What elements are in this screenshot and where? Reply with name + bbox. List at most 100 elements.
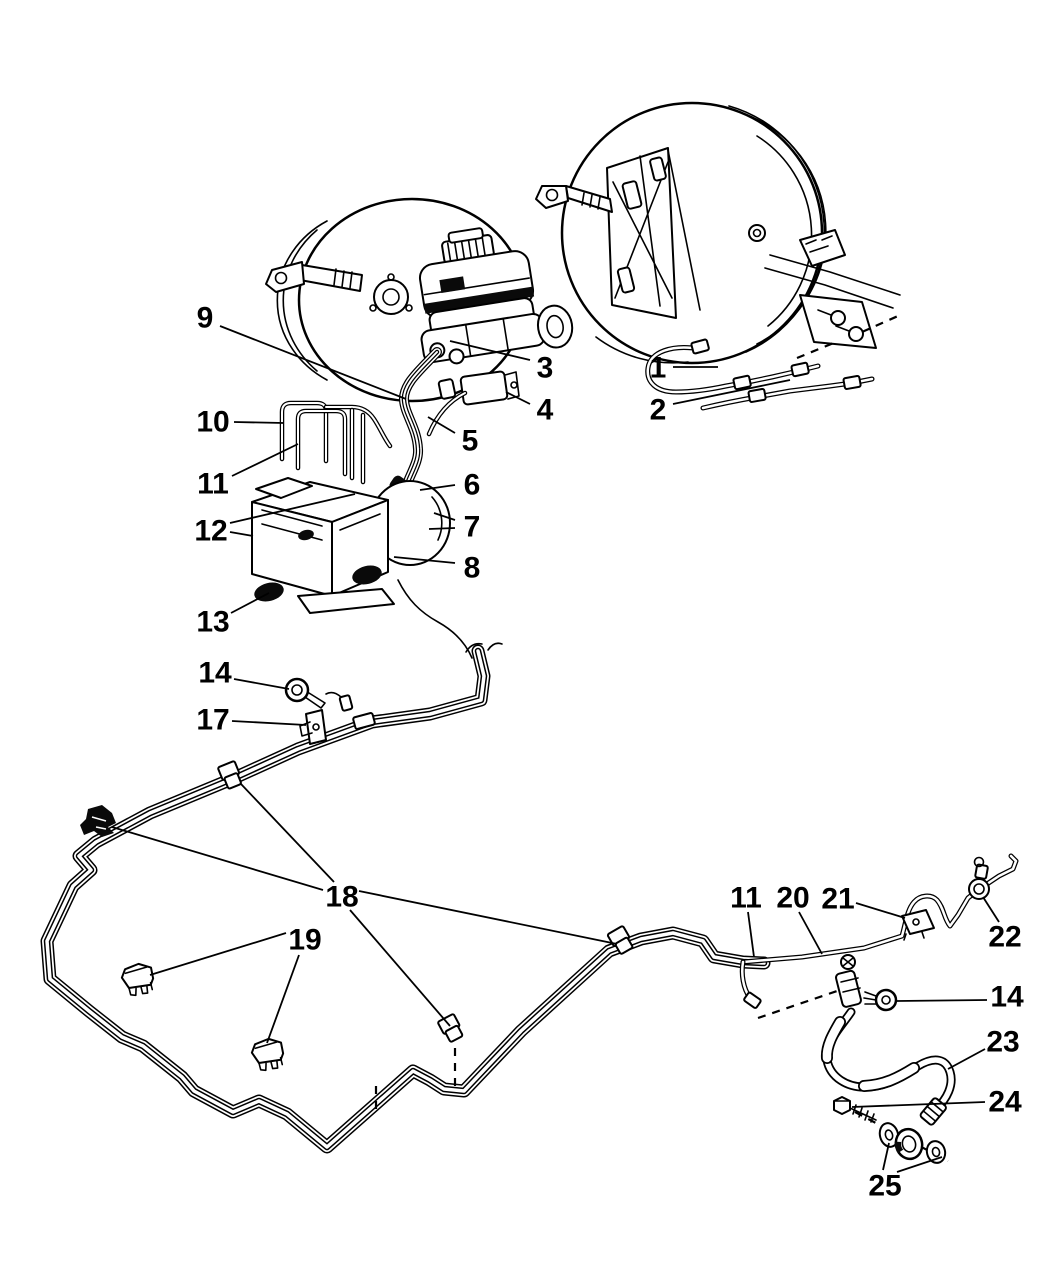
leader-line-9 [219,325,407,400]
leader-line-25 [882,1142,890,1171]
mount-grommet [352,565,382,585]
clevis-hole [545,188,559,202]
leader-line-13 [230,592,270,614]
stud-shafts [817,309,850,332]
leader-line-22 [982,896,1000,923]
pump-motor-ring [431,496,443,541]
leader-line-2 [672,379,791,405]
alignment-dashes [796,314,899,360]
leader-line-4 [505,391,531,405]
cap-ribs [446,236,486,262]
flare-nut [747,388,767,403]
rear-brake-line-group [739,856,1016,1164]
leader-line-24 [851,1101,986,1108]
cap-top [447,227,484,244]
leader-line-19 [266,954,300,1044]
line-clip-18d [436,1012,466,1045]
stud [830,310,846,326]
callout-8: 8 [464,552,481,585]
booster-shell [560,101,824,365]
callout-19: 19 [288,924,321,957]
bushing-25 [894,1127,924,1161]
flare-nut [732,374,752,391]
callout-5: 5 [462,425,479,458]
callout-1: 1 [650,352,667,385]
leader-line-6 [419,484,456,491]
leader-line-14 [896,999,988,1002]
hose-banjo-fitting [835,954,862,1008]
bracket-slot [621,180,643,210]
banjo-bolt-24 [833,1096,877,1123]
hcu-connector [255,477,313,499]
hub-bolt [369,304,377,312]
leader-line-3 [449,340,531,361]
mc-bore-end [536,304,574,349]
mc-bore-inner [546,314,564,339]
leader-line-7 [433,512,456,521]
leader-line-21 [855,902,906,919]
leader-line-7 [428,527,456,530]
leader-line-14 [233,678,290,690]
leader-line-20 [798,911,823,955]
union-clip [325,691,354,712]
callout-14: 14 [990,981,1024,1014]
callout-10: 10 [196,406,229,439]
callout-3: 3 [537,352,554,385]
callout-23: 23 [986,1026,1019,1059]
callout-25: 25 [868,1170,901,1203]
mount-grommet-13 [254,582,284,602]
callout-4: 4 [537,394,554,427]
bracket-slot [649,156,667,182]
callout-17: 17 [196,704,229,737]
leader-line-18 [111,826,324,891]
callout-20: 20 [776,882,809,915]
push-rod-ribs [581,192,601,210]
callout-21: 21 [821,883,854,916]
booster-shell-ring [282,229,318,372]
leader-line-11 [747,911,755,958]
washer [878,1122,900,1148]
reservoir-band [423,286,535,314]
clip-alignment-dashes [374,1048,457,1113]
callout-12: 12 [194,515,227,548]
clevis [535,185,569,209]
primary-brake-tubes [645,338,875,411]
chassis-tube-bundle [47,579,764,1147]
callout-2: 2 [650,394,667,427]
support-bracket-strip [764,254,901,309]
hub-bolt [405,304,413,312]
leader-line-12 [229,493,356,524]
booster-shell-ring [276,220,328,381]
tube-end-hooks [465,642,503,653]
check-valve-port-inner [752,228,762,238]
callout-13: 13 [196,606,229,639]
hcu-tube-loops [279,400,393,485]
master-cylinder-assembly [418,227,574,365]
leader-line-18 [358,890,618,945]
valve-bolt [510,381,518,389]
reservoir [418,227,535,337]
hcu-mount-bracket [297,588,395,614]
flare-nut [690,338,710,355]
booster-shell-ring [595,336,689,364]
flare-nut [842,375,862,390]
leader-line-10 [233,421,285,424]
booster-shell-ring [728,105,826,353]
booster-bracket-braces [612,149,701,311]
callout-14: 14 [198,657,232,690]
stud-plate-detail [805,235,833,253]
leader-line-23 [947,1048,986,1070]
booster-hub-inner [382,288,400,306]
mc-port-fitting [448,348,465,365]
flare-nut [790,361,810,378]
mc-detail-lines [465,317,509,356]
grommet-14 [284,677,326,709]
stud [848,326,864,342]
callout-6: 6 [464,469,481,502]
leader-line-25 [896,1156,943,1173]
tube-union [352,712,376,730]
hcu-connector-pin [298,529,314,541]
